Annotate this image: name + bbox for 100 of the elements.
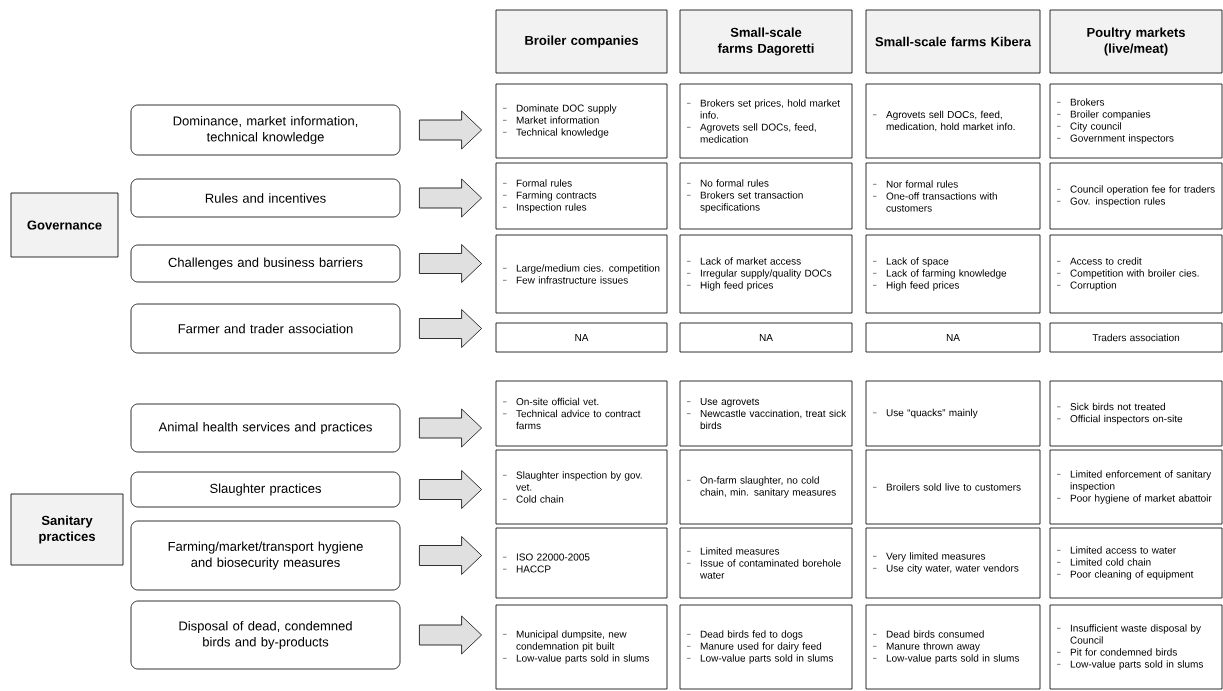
category-box: Farming/market/transport hygiene and biosecurity measures: [130, 520, 401, 591]
block-arrow: [419, 244, 482, 283]
list-item: HACCP: [516, 565, 551, 573]
list-item: Municipal dumpsite, new condemnation pit built: [516, 630, 627, 652]
list-item: Use city water, water vendors: [886, 564, 1019, 574]
table-cell: [495, 604, 668, 690]
list-item: Lack of market access: [700, 257, 801, 265]
list-item: Low-value parts sold in slums: [886, 654, 1019, 664]
category-box: Challenges and business barriers: [130, 244, 401, 283]
table-cell: [1049, 380, 1223, 447]
table-cell: [865, 83, 1041, 159]
list-item: Few infrastructure issues: [516, 276, 628, 284]
list-item: Brokers: [1070, 98, 1105, 106]
table-cell: [495, 234, 668, 314]
list-item: Brokers set transaction specifications: [700, 191, 803, 213]
list-item: Lack of space: [886, 257, 949, 267]
table-cell: Traders association: [1049, 322, 1223, 353]
list-item: Market information: [516, 116, 599, 124]
table-cell: [679, 604, 853, 690]
list-item: Low-value parts sold in slums: [700, 654, 833, 664]
list-item: Council operation fee for traders: [1070, 185, 1215, 195]
list-item: Nor formal rules: [886, 180, 958, 188]
list-item: Limited measures: [700, 547, 780, 555]
table-cell: [679, 527, 853, 599]
list-item: High feed prices: [700, 281, 773, 291]
list-item: Technical advice to contract farms: [516, 409, 641, 430]
list-item: Poor hygiene of market abattoir: [1070, 494, 1212, 504]
block-arrow: [419, 178, 482, 218]
category-box: Dominance, market information, technical knowledge: [130, 104, 401, 156]
list-item: Low-value parts sold in slums: [1070, 660, 1203, 670]
table-cell: [865, 604, 1041, 690]
list-item: Large/medium cies. competition: [516, 264, 660, 274]
table-cell: [1049, 449, 1223, 525]
list-item: City council: [1070, 122, 1121, 132]
table-cell: [679, 162, 853, 230]
list-item: Access to credit: [1070, 257, 1142, 265]
column-header: Poultry markets (live/meat): [1049, 9, 1223, 74]
table-cell: [495, 162, 668, 230]
list-item: Brokers set prices, hold market info.: [700, 99, 840, 119]
table-cell: [865, 380, 1041, 447]
list-item: Limited enforcement of sanitary inspection: [1070, 470, 1212, 492]
list-item: Use agrovets: [700, 398, 760, 407]
list-item: Dead birds consumed: [886, 630, 984, 638]
list-item: Competition with broiler cies.: [1070, 269, 1199, 279]
list-item: Sick birds not treated: [1070, 402, 1165, 411]
table-cell: [495, 380, 668, 447]
list-item: High feed prices: [886, 281, 959, 291]
list-item: Technical knowledge: [516, 128, 609, 138]
table-cell: [1049, 83, 1223, 159]
table-cell: [865, 162, 1041, 230]
list-item: Government inspectors: [1070, 134, 1174, 144]
table-cell: [865, 234, 1041, 314]
list-item: Agrovets sell DOCs, feed, medication: [700, 123, 816, 143]
column-header: Small-scale farms Dagoretti: [679, 9, 853, 74]
table-cell: [679, 83, 853, 159]
list-item: Issue of contaminated borehole water: [700, 559, 841, 579]
list-item: Newcastle vaccination, treat sick birds: [700, 409, 847, 429]
list-item: ISO 22000-2005: [516, 553, 590, 561]
list-item: Pit for condemned birds: [1070, 648, 1177, 656]
category-box: Slaughter practices: [130, 471, 401, 508]
list-item: Dead birds fed to dogs: [700, 630, 803, 640]
table-cell: [495, 83, 668, 159]
list-item: Irregular supply/quality DOCs: [700, 269, 832, 279]
list-item: No formal rules: [700, 179, 769, 187]
list-item: Low-value parts sold in slums: [516, 654, 649, 664]
table-cell: [495, 527, 668, 599]
column-header: Broiler companies: [495, 9, 668, 74]
category-box: Rules and incentives: [130, 178, 401, 218]
table-cell: [679, 380, 853, 447]
list-item: One-off transactions with customers: [886, 192, 997, 212]
block-arrow: [419, 309, 482, 348]
category-box: Animal health services and practices: [130, 403, 401, 453]
table-cell: [1049, 162, 1223, 230]
table-cell: [1049, 527, 1223, 599]
block-arrow: [419, 110, 482, 150]
category-box: Farmer and trader association: [130, 303, 401, 354]
section-box: Sanitary practices: [10, 493, 124, 566]
block-arrow: [419, 536, 482, 575]
list-item: Gov. inspection rules: [1070, 197, 1166, 207]
table-cell: [495, 449, 668, 525]
block-arrow: [419, 470, 482, 509]
table-cell: NA: [679, 322, 853, 353]
table-cell: [1049, 604, 1223, 690]
list-item: Limited access to water: [1070, 546, 1176, 554]
list-item: Poor cleaning of equipment: [1070, 570, 1194, 580]
table-cell: [865, 449, 1041, 525]
list-item: Manure thrown away: [886, 642, 980, 652]
list-item: On-site official vet.: [516, 397, 599, 406]
list-item: Manure used for dairy feed: [700, 642, 822, 652]
list-item: Agrovets sell DOCs, feed, medication, hold market info.: [886, 110, 1015, 132]
list-item: Broilers sold live to customers: [886, 483, 1021, 491]
list-item: Limited cold chain: [1070, 558, 1151, 566]
table-cell: NA: [865, 322, 1041, 353]
column-header: Small-scale farms Kibera: [865, 9, 1041, 74]
list-item: Cold chain: [516, 495, 564, 503]
table-cell: [865, 527, 1041, 599]
list-item: Very limited measures: [886, 552, 986, 562]
list-item: Corruption: [1070, 281, 1117, 291]
list-item: Formal rules: [516, 179, 572, 187]
category-box: Disposal of dead, condemned birds and by-products: [130, 600, 401, 670]
